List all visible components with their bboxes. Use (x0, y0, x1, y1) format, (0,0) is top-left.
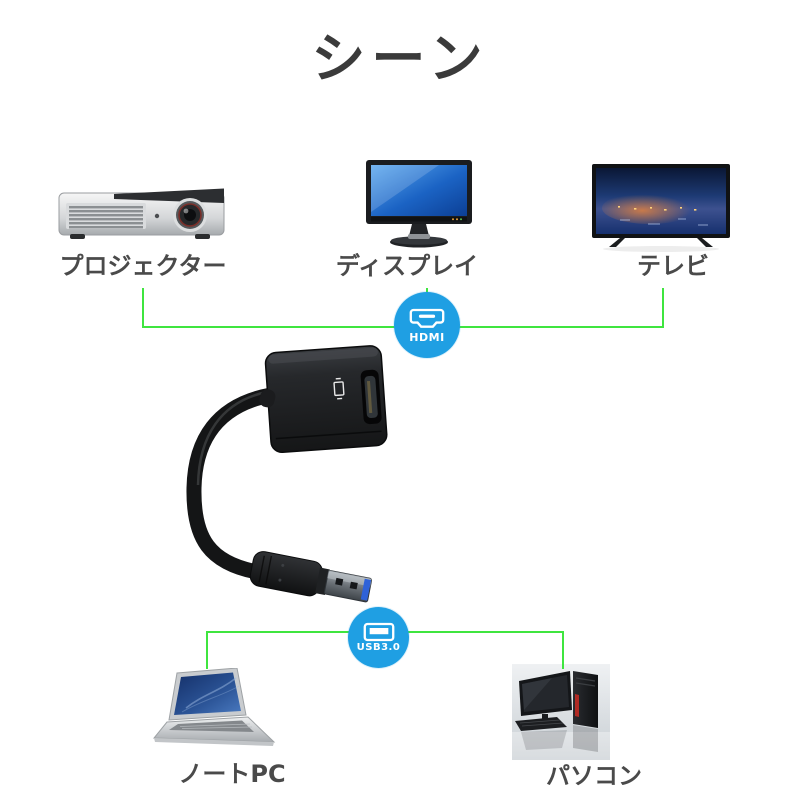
projector-image (58, 188, 225, 239)
device-label-tv: テレビ (637, 252, 709, 280)
hdmi-plug-icon (409, 308, 445, 328)
connector-line-top-right-vertical (662, 288, 664, 328)
adapter-image (186, 345, 388, 603)
usb-port-icon (363, 622, 394, 642)
display-print-icon (333, 377, 345, 400)
laptop-image (152, 668, 276, 746)
device-label-desktop: パソコン (546, 762, 642, 790)
device-label-projector: プロジェクター (59, 252, 227, 280)
display-image (366, 160, 472, 248)
tv-image (592, 164, 730, 252)
device-label-display: ディスプレイ (335, 252, 479, 280)
connector-line-top-left-vertical (142, 288, 144, 328)
page-title: シーン (311, 27, 489, 90)
usb-badge: USB3.0 (348, 607, 409, 668)
desktop-pc-image (512, 664, 610, 760)
usb-cable (186, 387, 279, 580)
hdmi-badge: HDMI (394, 292, 460, 358)
hdmi-badge-label: HDMI (409, 331, 445, 344)
device-label-laptop: ノートPC (178, 760, 286, 788)
adapter-body (259, 345, 388, 453)
connector-line-bottom-left-vertical (206, 631, 208, 669)
hdmi-port (360, 369, 382, 425)
usb-badge-label: USB3.0 (356, 642, 401, 653)
connector-line-bottom-right-vertical (562, 631, 564, 669)
usb-plug (249, 551, 373, 603)
